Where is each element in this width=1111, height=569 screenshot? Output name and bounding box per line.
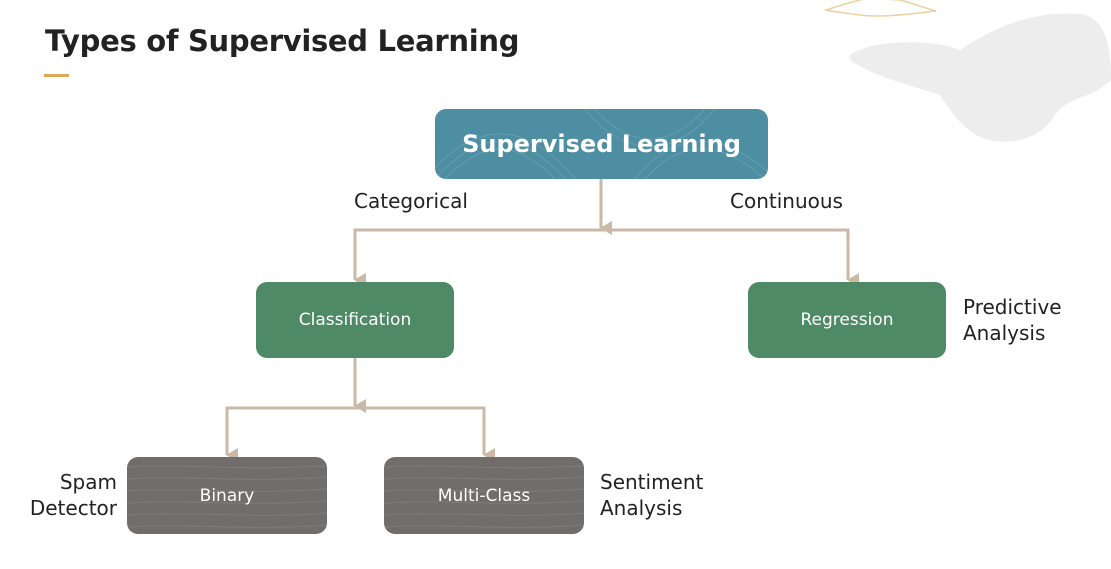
node-label: Binary [199, 485, 255, 506]
title-accent-underline [44, 74, 69, 77]
node-label: Multi-Class [437, 485, 531, 506]
decorative-dotted-cloud [850, 13, 1111, 142]
node-label: Classification [298, 310, 412, 330]
node-regression: Regression [748, 282, 946, 358]
annotation-line: Predictive [963, 295, 1062, 319]
annotation-line: Sentiment [600, 470, 704, 494]
annotation-predictive-analysis: Predictive Analysis [963, 294, 1062, 346]
wave-texture [435, 109, 768, 179]
annotation-sentiment-analysis: Sentiment Analysis [600, 469, 703, 521]
annotation-line: Spam [59, 470, 117, 494]
annotation-spam-detector: Spam Detector [20, 469, 117, 521]
node-supervised-learning: Supervised Learning [435, 109, 768, 179]
slide-title: Types of Supervised Learning [45, 24, 520, 58]
annotation-line: Detector [29, 496, 117, 520]
node-classification: Classification [256, 282, 454, 358]
node-binary: Binary [127, 457, 327, 534]
node-label: Regression [800, 310, 894, 330]
connector-root-branch [353, 228, 850, 280]
node-label: Supervised Learning [462, 130, 741, 158]
wood-texture [127, 465, 327, 528]
connector-classification-branch [225, 406, 486, 455]
node-multi-class: Multi-Class [384, 457, 584, 534]
annotation-line: Analysis [600, 496, 683, 520]
decorative-outline-shape [823, 0, 937, 17]
edge-label-continuous: Continuous [730, 189, 843, 213]
wood-texture [384, 465, 584, 528]
edge-label-categorical: Categorical [354, 189, 468, 213]
annotation-line: Analysis [963, 321, 1046, 345]
